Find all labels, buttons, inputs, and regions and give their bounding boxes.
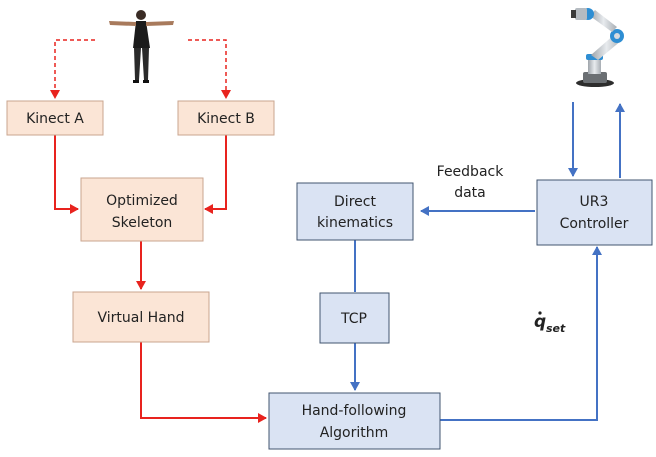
node-hand-following-algorithm: Hand-following Algorithm	[268, 392, 441, 450]
qset-symbol: q	[534, 312, 546, 332]
edge-kinect-a-to-skeleton	[54, 135, 79, 214]
dashed-connector-kinect-a	[50, 39, 95, 99]
node-ur3-controller-line1: UR3	[580, 194, 609, 210]
node-ur3-controller-line2: Controller	[560, 216, 629, 232]
node-optimized-skeleton-line2: Skeleton	[112, 215, 173, 231]
node-kinect-b: Kinect B	[177, 100, 275, 136]
node-optimized-skeleton-line1: Optimized	[106, 193, 178, 209]
ur3-robot-icon	[571, 8, 624, 87]
node-kinect-a-label: Kinect A	[26, 111, 84, 127]
dashed-connector-kinect-b	[188, 39, 231, 99]
edge-algorithm-to-controller	[440, 246, 602, 421]
feedback-label-line1: Feedback	[437, 164, 505, 180]
edge-virtual-hand-to-algorithm	[140, 342, 267, 423]
feedback-label-line2: data	[454, 185, 486, 201]
node-virtual-hand-label: Virtual Hand	[97, 310, 184, 326]
node-direct-kinematics-line2: kinematics	[317, 215, 393, 231]
node-kinect-b-label: Kinect B	[197, 111, 255, 127]
node-kinect-a: Kinect A	[6, 100, 104, 136]
qset-label: q set	[534, 311, 566, 335]
node-tcp: TCP	[319, 292, 390, 344]
node-tcp-label: TCP	[340, 311, 367, 327]
edge-kinect-b-to-skeleton	[204, 135, 227, 214]
node-optimized-skeleton: Optimized Skeleton	[80, 177, 204, 242]
qset-subscript: set	[546, 322, 566, 335]
node-direct-kinematics: Direct kinematics	[296, 182, 414, 241]
node-hand-following-line1: Hand-following	[302, 403, 407, 419]
node-direct-kinematics-line1: Direct	[334, 194, 376, 210]
node-hand-following-line2: Algorithm	[320, 425, 389, 441]
feedback-data-label: Feedback data	[437, 164, 505, 201]
node-virtual-hand: Virtual Hand	[72, 291, 210, 343]
human-figure-icon	[109, 10, 174, 83]
node-ur3-controller: UR3 Controller	[536, 179, 653, 246]
